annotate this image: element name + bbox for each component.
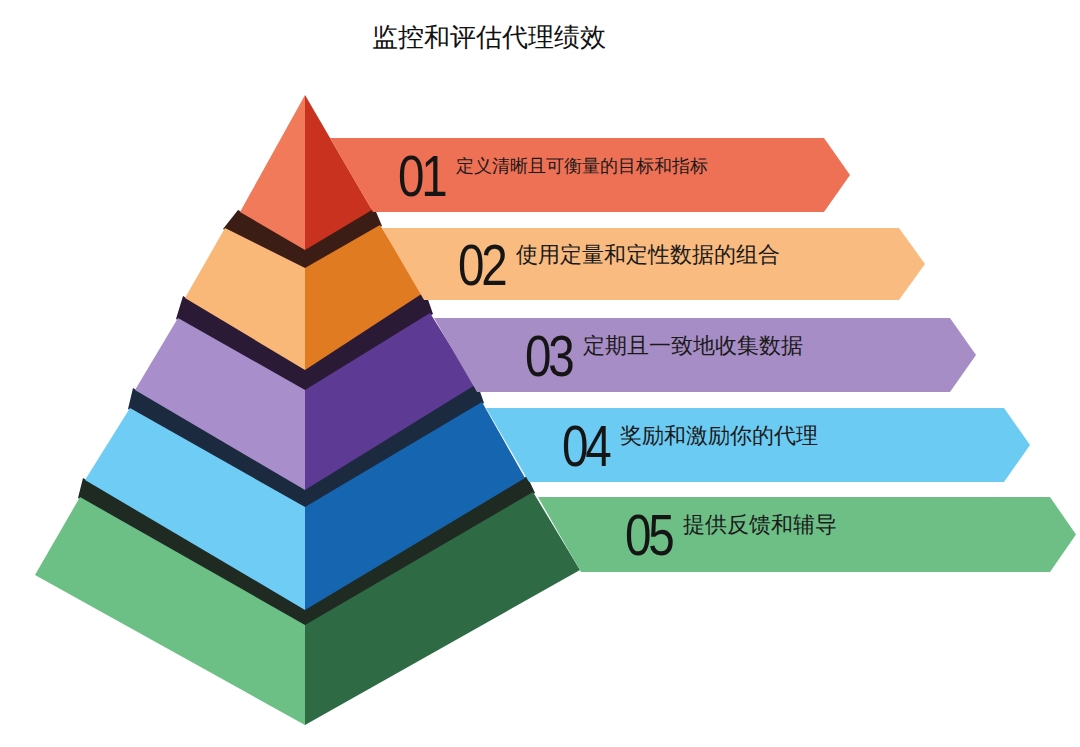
step-text: 提供反馈和辅导 [683,510,837,540]
pyramid-layer [305,492,580,725]
step-number: 02 [458,231,504,298]
diagram-title: 监控和评估代理绩效 [372,20,606,55]
arrow-fill [330,138,850,212]
arrow-band: 02 使用定量和定性数据的组合 [382,228,925,300]
arrow-fill [538,497,1076,572]
pyramid-layer [240,95,305,250]
band-content: 03 定期且一致地收集数据 [434,318,803,392]
pyramid-layer [35,497,305,725]
arrow-fill [382,228,925,300]
arrow-band: 05 提供反馈和辅导 [538,497,1076,572]
step-text: 定期且一致地收集数据 [583,331,803,361]
arrow-fill [486,408,1030,482]
step-number: 05 [625,501,671,568]
step-text: 奖励和激励你的代理 [620,421,818,451]
step-text: 使用定量和定性数据的组合 [516,240,780,270]
step-text: 定义清晰且可衡量的目标和指标 [456,154,708,178]
arrow-band: 01 定义清晰且可衡量的目标和指标 [330,138,850,212]
arrow-fill [434,318,976,392]
arrow-band: 03 定期且一致地收集数据 [434,318,976,392]
band-content: 04 奖励和激励你的代理 [486,408,818,482]
step-number: 03 [525,322,571,389]
step-number: 01 [398,142,444,209]
step-number: 04 [562,412,608,479]
band-content: 02 使用定量和定性数据的组合 [382,228,780,300]
arrow-band: 04 奖励和激励你的代理 [486,408,1030,482]
band-content: 05 提供反馈和辅导 [538,497,837,572]
band-content: 01 定义清晰且可衡量的目标和指标 [330,138,708,212]
